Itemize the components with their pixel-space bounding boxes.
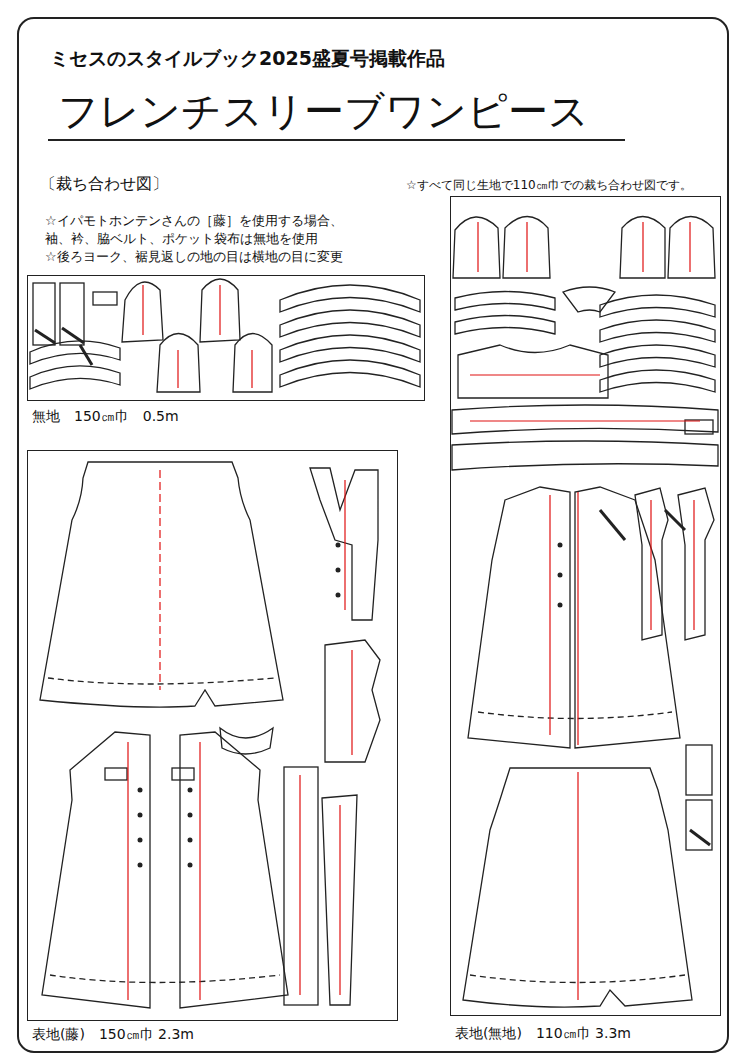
page-title: フレンチスリーブワンピース <box>58 84 589 139</box>
note: ☆後ろヨーク、裾見返しの地の目は横地の目に変更 <box>45 248 343 266</box>
grain-lines <box>128 222 700 1000</box>
fabric-caption: 無地 150㎝巾 0.5m <box>32 408 179 426</box>
page-frame <box>18 18 728 1052</box>
fabric-panel: 表地(藤) 150㎝巾 2.3m <box>27 450 398 1021</box>
note: ☆イパモトホンテンさんの［藤］を使用する場合、 袖、衿、脇ベルト、ポケット袋布は… <box>45 212 363 247</box>
title-underline <box>48 139 625 141</box>
note: ☆すべて同じ生地で110㎝巾での裁ち合わせ図です。 <box>406 177 692 194</box>
section-heading: 〔裁ち合わせ図〕 <box>40 174 168 195</box>
fabric-caption: 表地(藤) 150㎝巾 2.3m <box>32 1026 194 1044</box>
pattern-pieces <box>30 217 718 1009</box>
subtitle: ミセスのスタイルブック2025盛夏号掲載作品 <box>50 46 445 72</box>
fabric-panel: 表地(無地) 110㎝巾 3.3m <box>450 196 721 1016</box>
fabric-panel: 無地 150㎝巾 0.5m <box>27 275 425 401</box>
fabric-caption: 表地(無地) 110㎝巾 3.3m <box>455 1025 631 1043</box>
button-marks <box>138 543 563 868</box>
